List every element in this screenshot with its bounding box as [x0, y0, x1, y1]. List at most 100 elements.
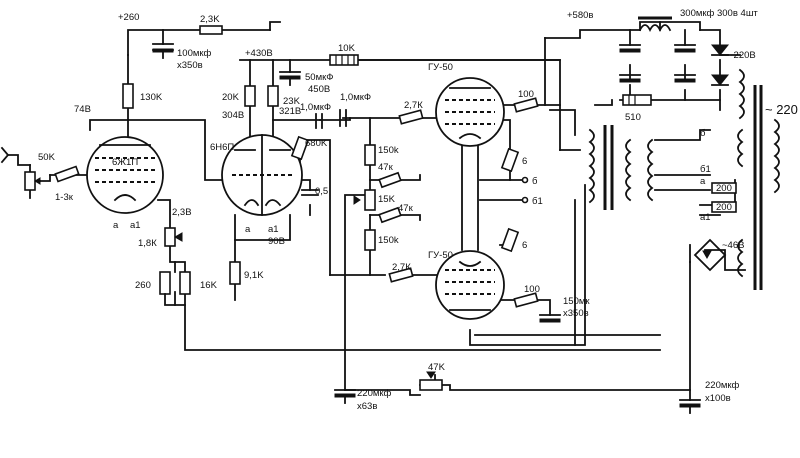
resistor-47k-bot: 47к — [378, 203, 414, 224]
label-r-2-3k-top: 2,3K — [200, 14, 220, 25]
resistor-2-7k-bot: 2,7К — [388, 262, 414, 283]
label-r-6-top: 6 — [522, 156, 527, 167]
label-pot-50k: 50K — [38, 152, 56, 163]
potentiometer-47k[interactable]: 47K — [419, 362, 446, 391]
label-r-10k: 10K — [338, 43, 356, 54]
label-r-2-7k-bot: 2,7К — [392, 262, 411, 273]
label-tube-gu50-bottom: ГУ-50 — [428, 250, 453, 261]
resistor-10k: 10K — [329, 43, 359, 66]
label-sec-a: а — [700, 176, 706, 187]
label-v321: 321В — [279, 106, 301, 117]
label-pin-a-2: а — [245, 224, 251, 235]
resistor-1-8k: 1,8К — [138, 227, 183, 249]
capacitor-100uf: 100мкф х350в — [152, 43, 212, 71]
resistor-510: 510 — [622, 94, 652, 123]
label-v90: 90В — [268, 236, 285, 247]
resistor-130k: 130K — [122, 83, 163, 109]
resistor-150k-top: 150k — [364, 144, 399, 166]
label-pot-47k: 47K — [428, 362, 446, 373]
potentiometer-50k[interactable]: 50K — [24, 152, 56, 191]
label-r-47k-top: 47к — [378, 162, 394, 173]
resistor-200-b: 200 — [711, 201, 737, 213]
resistor-150k-bot: 150k — [364, 229, 399, 251]
label-c-220uf-a-1: 220мкф — [357, 388, 392, 399]
label-r-100-top: 100 — [518, 89, 534, 100]
resistor-680k: 680K — [290, 135, 328, 161]
label-r-23k: 23K — [283, 96, 301, 107]
label-c-1-0-a: 1,0мкФ — [300, 102, 331, 113]
label-c-220uf-a-2: х63в — [357, 401, 377, 412]
label-pot-15k: 15K — [378, 194, 396, 205]
label-pin-a1-1: а1 — [130, 220, 141, 231]
label-mains: ~ 220 — [765, 102, 798, 117]
resistor-100-top: 100 — [513, 89, 539, 113]
resistor-200-a: 200 — [711, 182, 737, 194]
resistor-6-top: 6 — [500, 147, 527, 173]
label-r-200-b: 200 — [716, 202, 732, 213]
label-v220: ~220В — [728, 50, 756, 61]
potentiometer-15k[interactable]: 15K — [353, 189, 396, 211]
resistor-1-3k: 1-3к — [54, 165, 80, 203]
label-sec-b: б — [700, 128, 706, 139]
input-jack[interactable] — [0, 146, 10, 164]
capacitor-bank — [619, 44, 696, 83]
label-c-220uf-b-1: 220мкф — [705, 380, 740, 391]
label-r-9-1k: 9,1K — [244, 270, 264, 281]
label-v260: +260 — [118, 12, 139, 23]
output-transformer — [588, 125, 654, 210]
label-sec-b1: б1 — [700, 164, 711, 175]
label-r-47k-bot: 47к — [398, 203, 414, 214]
label-v74: 74В — [74, 104, 91, 115]
resistor-2-7k-top: 2,7К — [398, 100, 424, 125]
capacitor-0-5: 0,5 — [301, 186, 328, 197]
mains-transformer: ~ 220 — [737, 85, 798, 290]
label-c-220uf-b-2: х100в — [705, 393, 731, 404]
label-r-1-3k: 1-3к — [55, 192, 74, 203]
label-c-1-0-b: 1,0мкФ — [340, 92, 371, 103]
choke: 300мкф 300в 4шт — [638, 8, 758, 33]
capacitor-coupling-1: 1,0мкФ — [300, 102, 331, 129]
label-r-16k: 16K — [200, 280, 218, 291]
label-v2-3: 2,3В — [172, 207, 192, 218]
resistor-6-bot: 6 — [500, 227, 527, 253]
label-tube-6zh1p: 6Ж1П — [112, 157, 138, 168]
label-r-100-bot: 100 — [524, 284, 540, 295]
label-r-260: 260 — [135, 280, 151, 291]
capacitor-coupling-2: 1,0мкФ — [339, 92, 371, 127]
label-v580: +580в — [567, 10, 593, 21]
bridge-rectifier: ~46В — [693, 238, 744, 272]
label-r-20k: 20K — [222, 92, 240, 103]
resistor-16k: 16K — [179, 271, 218, 295]
label-r-150k-top: 150k — [378, 145, 399, 156]
label-v46: ~46В — [722, 240, 744, 251]
capacitor-150uf: 150мк х350в — [539, 296, 590, 323]
tube-6n6p: 6Н6П а а1 90В — [210, 134, 303, 247]
label-r-1-8k: 1,8К — [138, 238, 157, 249]
hv-winding — [738, 68, 745, 120]
resistor-260: 260 — [135, 271, 171, 295]
resistor-9-1k: 9,1K — [229, 261, 264, 285]
label-tube-6n6p: 6Н6П — [210, 142, 234, 153]
label-pin-a-1: а — [113, 220, 119, 231]
tube-gu50-top: ГУ-50 — [428, 62, 505, 147]
label-v304: 304В — [222, 110, 244, 121]
label-r-150k-bot: 150k — [378, 235, 399, 246]
screen-connectors: б б1 — [521, 176, 543, 207]
resistor-2-3k-top: 2,3K — [199, 14, 223, 35]
resistor-100-bot: 100 — [513, 284, 540, 308]
label-c-100uf-2: х350в — [177, 60, 203, 71]
label-pin-a1-2: а1 — [268, 224, 279, 235]
label-r-200-a: 200 — [716, 183, 732, 194]
label-c-0-5: 0,5 — [315, 186, 328, 197]
label-r-510: 510 — [625, 112, 641, 123]
capacitor-50uf: 50мкФ 450В — [279, 71, 333, 95]
label-sec-a1: а1 — [700, 212, 711, 223]
capacitor-220uf-a: 220мкф х63в — [334, 388, 392, 412]
label-r-2-7k-top: 2,7К — [404, 100, 423, 111]
rectifier-diodes: ~220В — [710, 44, 756, 86]
resistor-23k: 23K — [267, 85, 301, 107]
label-c-300uf: 300мкф 300в 4шт — [680, 8, 758, 19]
tube-6zh1p: 6Ж1П а а1 — [86, 136, 164, 231]
label-r-130k: 130K — [140, 92, 163, 103]
